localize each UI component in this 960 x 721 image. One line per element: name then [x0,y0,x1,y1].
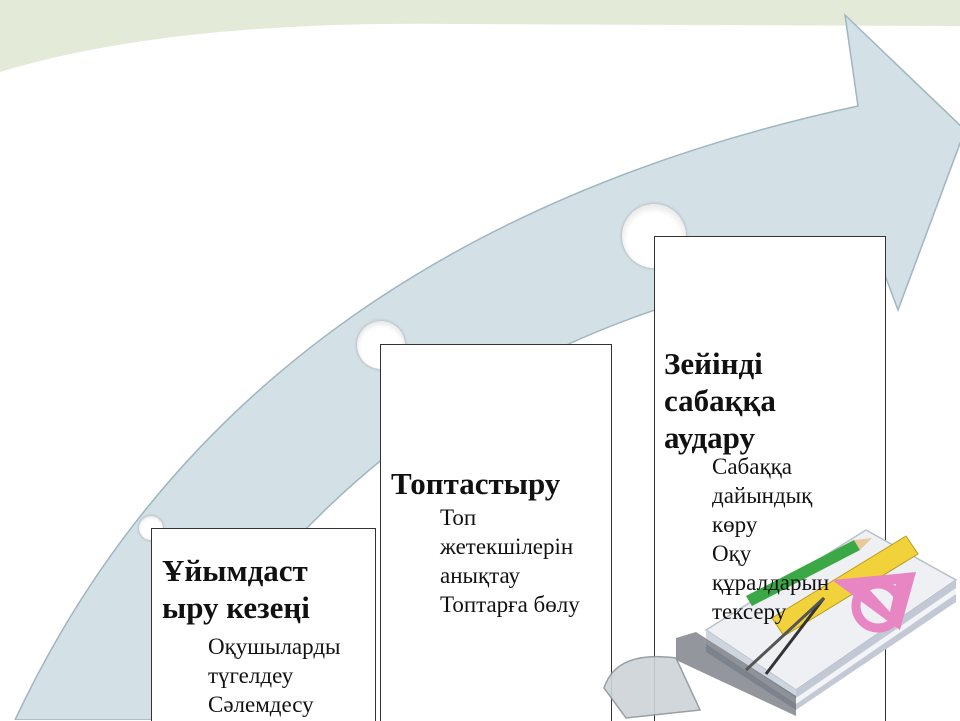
step-2-title-line: Топтастыру [391,466,561,501]
step-3-items: Сабаққа дайындық көру Оқу құралдарын тек… [712,452,829,626]
step-2-box [380,344,612,721]
compass-icon [744,596,826,675]
step-1-box [151,528,376,721]
step-3-item: тексеру [712,599,787,624]
step-3-item: құралдарын [712,570,830,595]
step-3-title-line: аудару [664,420,755,455]
step-3-title-line: сабаққа [664,383,776,418]
step-2-title: Топтастыру [391,465,560,502]
step-1-title-line: Ұйымдаст [162,553,308,588]
step-2-item: жетекшілерін [440,534,574,559]
protractor-icon [603,655,702,719]
step-3-item: көру [712,512,758,537]
step-3-item: дайындық [712,483,813,508]
step-3-title: Зейінді сабаққа аудару [664,345,776,456]
books-illustration [603,529,958,719]
step-1-items: Оқушыларды түгелдеу Сәлемдесу [208,632,341,719]
pencil-icon [746,538,872,606]
step-2-item: анықтау [440,563,521,588]
step-2-item: Топтарға бөлу [440,592,580,617]
step-2-item: Топ [440,505,477,530]
step-1-title: Ұйымдаст ыру кезеңі [162,552,310,626]
step-3-item: Оқу [712,541,752,566]
step-3-item: Сабаққа [712,454,793,479]
step-3-title-line: Зейінді [664,346,763,381]
step-1-item: түгелдеу [208,663,294,688]
step-1-item: Оқушыларды [208,634,341,659]
step-1-item: Сәлемдесу [208,692,314,717]
triangle-icon [832,572,916,633]
step-2-items: Топ жетекшілерін анықтау Топтарға бөлу [440,503,580,619]
step-1-title-line: ыру кезеңі [162,590,310,625]
